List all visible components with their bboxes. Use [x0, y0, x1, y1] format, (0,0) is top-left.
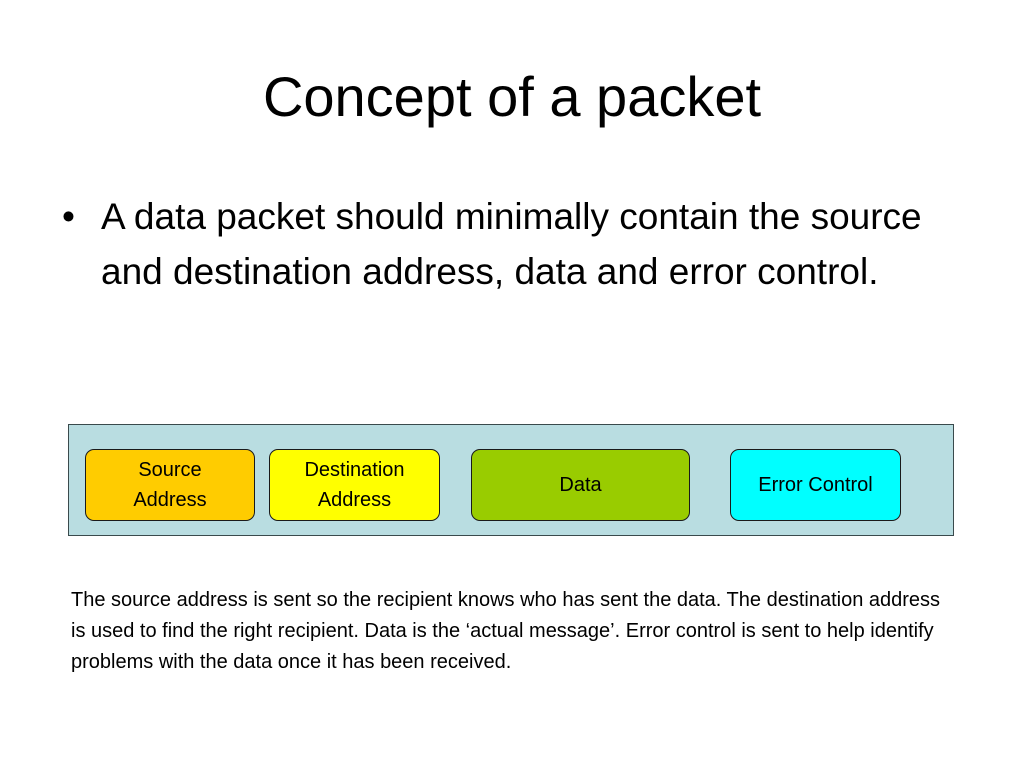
error-control-label: Error Control	[758, 474, 873, 496]
bullet-list: • A data packet should minimally contain…	[62, 189, 982, 299]
destination-address-label: Destination Address	[304, 459, 405, 511]
source-address-label: Source Address	[133, 459, 207, 511]
caption-text: The source address is sent so the recipi…	[71, 589, 941, 673]
data-label: Data	[559, 474, 602, 496]
packet-diagram: Source Address Destination Address Data …	[68, 424, 954, 536]
source-address-field: Source Address	[85, 449, 255, 521]
error-control-field: Error Control	[730, 449, 901, 521]
destination-address-field: Destination Address	[269, 449, 440, 521]
bullet-item: • A data packet should minimally contain…	[62, 189, 982, 299]
bullet-text: A data packet should minimally contain t…	[101, 196, 922, 292]
data-field: Data	[471, 449, 690, 521]
bullet-icon: •	[62, 196, 75, 237]
slide-title: Concept of a packet	[262, 65, 762, 128]
